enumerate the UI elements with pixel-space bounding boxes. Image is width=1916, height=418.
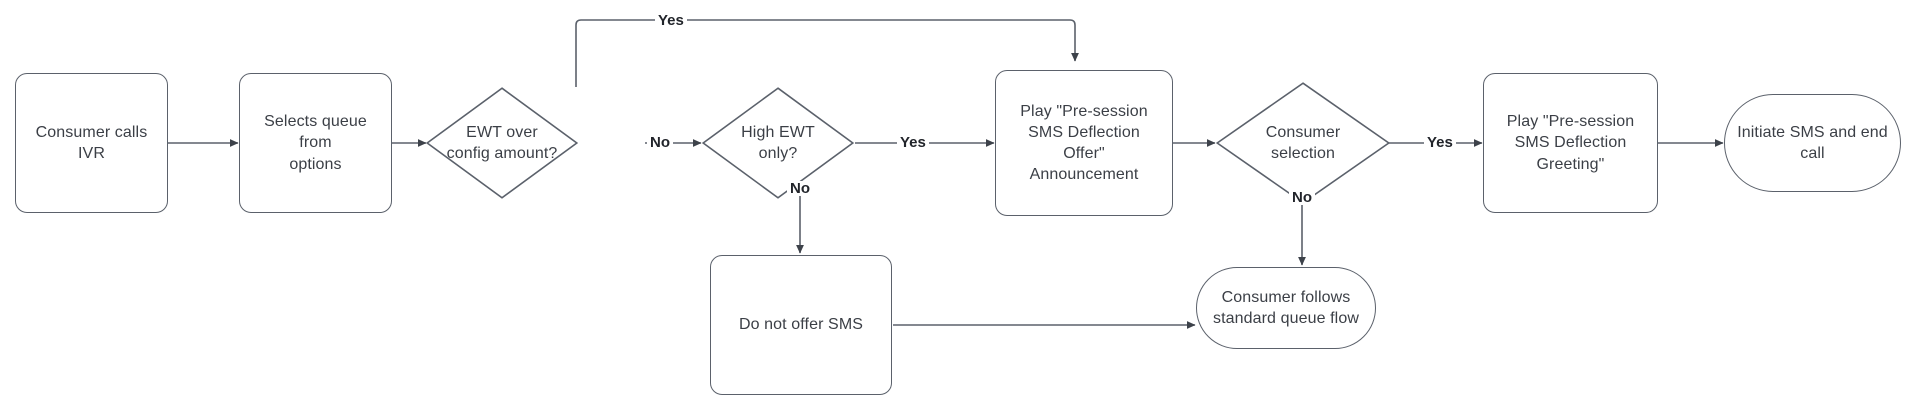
edge-label-ewt-yes: Yes (655, 13, 687, 28)
node-selects-queue[interactable]: Selects queue from options (239, 73, 392, 213)
edge-label-high-yes: Yes (897, 135, 929, 150)
node-initiate-sms-end-call[interactable]: Initiate SMS and end call (1724, 94, 1901, 192)
node-label: Consumer calls IVR (35, 123, 148, 162)
edge-label-ewt-no: No (647, 135, 673, 150)
node-consumer-calls-ivr[interactable]: Consumer calls IVR (15, 73, 168, 213)
node-play-greeting[interactable]: Play "Pre-session SMS Deflection Greetin… (1483, 73, 1658, 213)
node-label: Play "Pre-session SMS Deflection Greetin… (1506, 113, 1635, 173)
diamond-shape (702, 87, 854, 199)
node-label: Consumer follows standard queue flow (1212, 288, 1359, 327)
node-label: EWT over config amount? (446, 123, 558, 162)
edge-label-selection-yes: Yes (1424, 135, 1456, 150)
node-play-offer-announcement[interactable]: Play "Pre-session SMS Deflection Offer" … (995, 70, 1173, 216)
diamond-shape (426, 87, 578, 199)
node-do-not-offer-sms[interactable]: Do not offer SMS (710, 255, 892, 395)
node-label: Initiate SMS and end call (1737, 123, 1888, 162)
node-high-ewt-only[interactable]: High EWT only? (702, 87, 854, 199)
node-label: High EWT only? (741, 123, 815, 162)
node-label: Play "Pre-session SMS Deflection Offer" … (1020, 102, 1148, 184)
edge-label-selection-no: No (1289, 190, 1315, 205)
node-label: Selects queue from options (264, 113, 367, 173)
edge-label-high-no: No (787, 181, 813, 196)
node-label: Consumer selection (1265, 123, 1341, 162)
node-ewt-over-config[interactable]: EWT over config amount? (426, 87, 578, 199)
node-consumer-follows-queue[interactable]: Consumer follows standard queue flow (1196, 267, 1376, 349)
node-consumer-selection[interactable]: Consumer selection (1216, 82, 1390, 204)
node-label: Do not offer SMS (738, 316, 864, 334)
